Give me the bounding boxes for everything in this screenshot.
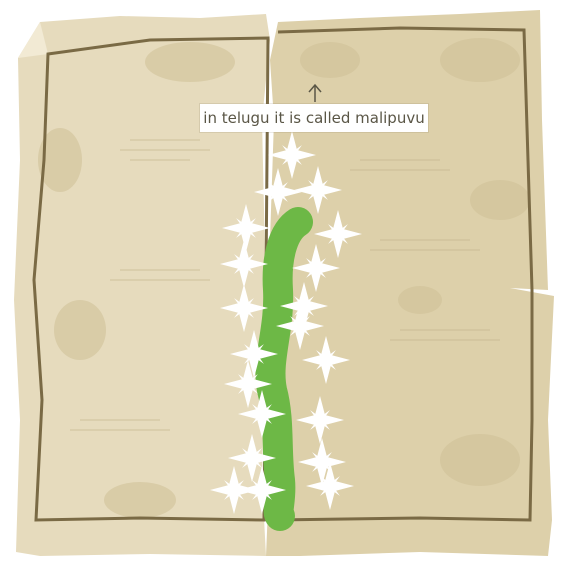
- parchment-scribbles: [70, 139, 500, 431]
- up-arrow-icon: [308, 83, 322, 102]
- paper-left-half: [14, 14, 270, 556]
- paper-stains: [38, 38, 530, 518]
- map-border-right: [273, 26, 534, 522]
- folded-corner: [18, 22, 48, 58]
- annotation-label: in telugu it is called malipuvu: [200, 104, 428, 132]
- map-border-left: [32, 36, 270, 522]
